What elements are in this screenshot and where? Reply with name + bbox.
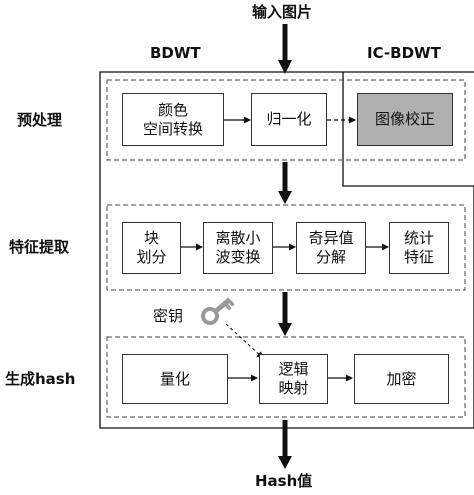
color-convert-line-1: 颜色 [157,100,188,119]
bdwt-column-label: BDWT [150,44,201,62]
key-icon [201,297,235,325]
dwt-box: 离散小波变换 [203,222,273,274]
output-label: Hash值 [255,472,313,490]
svd-line-2: 分解 [315,248,346,266]
color-convert-line-2: 空间转换 [142,119,203,138]
arrow-key-to-map [225,323,264,359]
stage2-arrow-head [278,323,292,336]
stage-preprocess-label: 预处理 [17,111,63,129]
stats-line-1: 统计 [403,229,434,247]
input-arrow-head [278,60,292,74]
preprocess-group [106,79,466,161]
stats-line-2: 特征 [403,248,434,266]
output-arrow-head [278,456,292,469]
image-correction-box: 图像校正 [357,93,453,146]
key-label: 密钥 [153,307,184,325]
logic-map-line-2: 映射 [278,379,309,397]
stage-features-label: 特征提取 [9,238,70,256]
correction-label: 图像校正 [374,110,435,128]
quantize-box: 量化 [122,354,228,404]
block-line-1: 块 [143,229,159,247]
block-line-2: 划分 [136,248,167,266]
normalize-label: 归一化 [266,110,312,128]
stage1-arrow-head [278,191,292,204]
logic-map-box: 逻辑映射 [259,354,328,404]
normalize-box: 归一化 [251,93,327,146]
color-space-conversion-box: 颜色空间转换 [122,93,224,146]
svd-box: 奇异值分解 [296,222,366,274]
svd-line-1: 奇异值 [308,229,354,247]
features-group [106,204,466,291]
quantize-label: 量化 [159,369,190,388]
encrypt-label: 加密 [386,369,417,388]
logic-map-line-1: 逻辑 [278,360,309,378]
encrypt-box: 加密 [354,354,449,404]
input-label: 输入图片 [252,3,313,21]
dwt-line-1: 离散小 [215,229,261,247]
stage-hash-label: 生成hash [5,370,76,388]
ic-bdwt-column-label: IC-BDWT [367,44,441,62]
dwt-line-2: 波变换 [215,248,261,266]
block-partition-box: 块划分 [122,222,181,274]
hash-group [106,336,466,418]
statistical-features-box: 统计特征 [389,222,449,274]
